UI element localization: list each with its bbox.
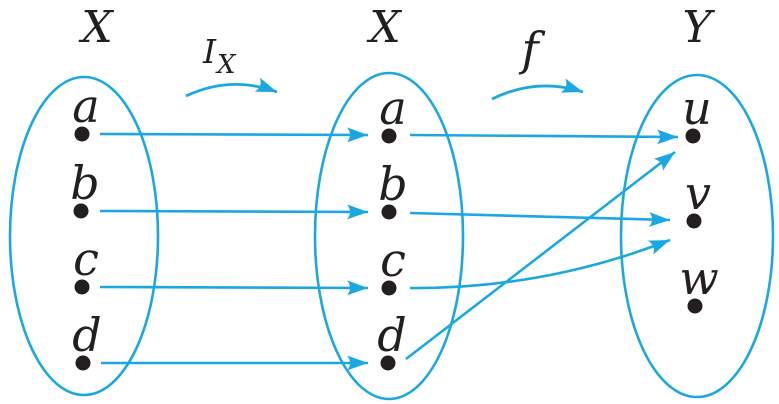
- dot-x2-d: [380, 355, 396, 371]
- arrow-identity-b-b: [99, 204, 369, 220]
- set-label-x2: X: [366, 2, 402, 53]
- arrow-identity-c-c: [99, 280, 369, 296]
- arrow-f-b-v: [409, 211, 671, 227]
- dot-y-v: [686, 213, 702, 229]
- dot-x2-b: [381, 204, 397, 220]
- arrow-f-c-v: [409, 238, 671, 290]
- elem-label-x2-c: c: [380, 233, 406, 287]
- dot-x1-c: [74, 279, 90, 295]
- identity-map-label-subscript: X: [215, 50, 237, 80]
- elem-label-x1-c: c: [73, 232, 99, 286]
- identity-map-label-base: I: [202, 32, 217, 71]
- dot-y-w: [687, 298, 703, 314]
- elem-label-x1-d: d: [72, 308, 101, 362]
- dot-x2-a: [381, 128, 397, 144]
- arrow-f-a-u: [409, 129, 679, 145]
- arrow-f-d-u: [405, 150, 676, 361]
- identity-map-arc-arrow: [185, 77, 278, 98]
- dot-y-u: [685, 128, 701, 144]
- set-oval-y: [619, 73, 775, 399]
- elem-label-x2-b: b: [378, 157, 407, 211]
- elem-label-x1-b: b: [70, 156, 99, 210]
- arrow-identity-a-a: [99, 127, 369, 143]
- elem-label-x1-a: a: [72, 79, 99, 133]
- elem-label-y-u: u: [682, 81, 712, 135]
- f-map-label: f: [518, 22, 545, 76]
- elem-label-x2-a: a: [379, 81, 406, 135]
- identity-map-label: IX: [202, 32, 237, 80]
- set-label-y: Y: [682, 2, 715, 53]
- elem-label-y-v: v: [685, 166, 711, 220]
- dot-x1-d: [75, 355, 91, 371]
- f-map-arc-arrow: [491, 78, 584, 101]
- set-label-x1: X: [78, 2, 114, 53]
- set-oval-x1: [8, 75, 160, 397]
- elem-label-x2-d: d: [377, 308, 406, 362]
- elem-label-y-w: w: [679, 251, 718, 305]
- dot-x1-a: [74, 126, 90, 142]
- set-oval-x2: [313, 71, 465, 401]
- dot-x2-c: [381, 280, 397, 296]
- dot-x1-b: [73, 203, 89, 219]
